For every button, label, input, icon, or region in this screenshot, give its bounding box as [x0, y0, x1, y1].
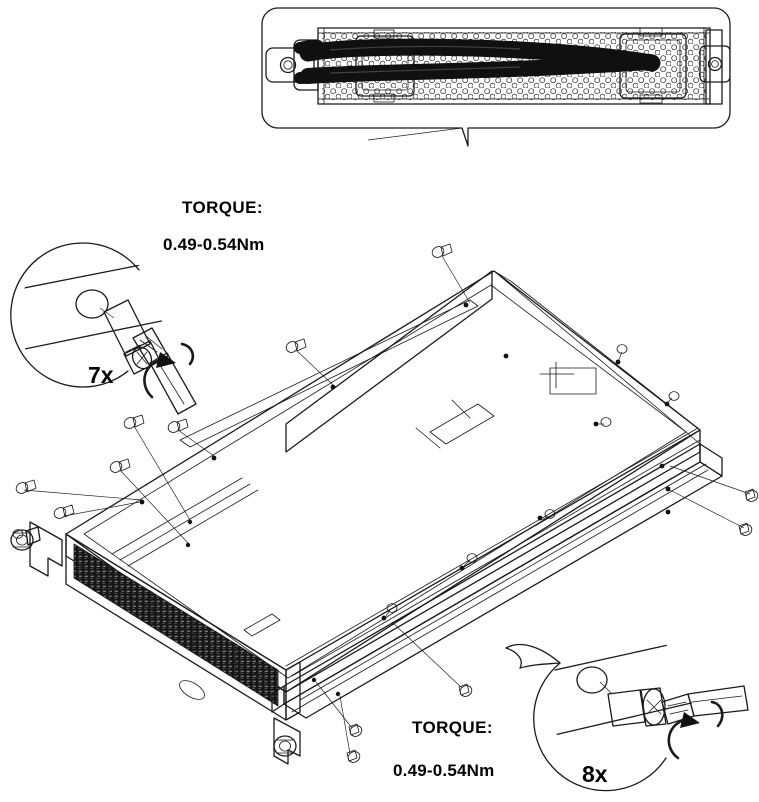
screw: [458, 683, 473, 697]
top-torque-value: 0.49-0.54Nm: [163, 235, 264, 254]
chassis-status-indicator: [179, 680, 205, 700]
bottom-bubble-panel-edge-2: [549, 699, 692, 737]
bottom-bubble-screw-hole: [576, 666, 608, 694]
screw: [466, 553, 478, 563]
inset-pointer-leader: [367, 127, 463, 141]
bottom-rotation-arrow: [667, 700, 724, 760]
screw: [12, 529, 24, 539]
bottom-quantity-label: 8x: [582, 761, 608, 787]
top-bubble-panel-edge-2: [18, 317, 162, 353]
top-detail-bubble: 7x: [10, 242, 197, 415]
side-rail-bracket: [271, 443, 723, 719]
top-rotation-arrow: [143, 342, 195, 399]
front-bottom-mounting-ear: [273, 717, 301, 765]
inset-right-bracket: [699, 29, 730, 105]
screw: [167, 418, 189, 433]
bottom-torque-label: TORQUE:: [412, 718, 493, 737]
screw: [600, 417, 612, 427]
chassis-body: [65, 429, 701, 721]
bottom-detail-bubble: 8x: [505, 637, 749, 792]
top-bubble-screw-hole: [75, 289, 109, 319]
top-quantity-label: 7x: [88, 362, 114, 388]
cover-hole-marks: [139, 302, 671, 697]
front-bottom-thumbscrew: [273, 735, 297, 757]
bottom-torque-callout: TORQUE: 0.49-0.54Nm: [393, 718, 494, 780]
screw: [744, 488, 759, 502]
screw: [285, 338, 307, 353]
screw: [15, 479, 37, 494]
screw: [53, 504, 75, 519]
screw: [616, 344, 628, 354]
top-bubble-leader: [99, 307, 115, 319]
left-mounting-ear: [10, 521, 63, 577]
bottom-bubble-screwdriver: [661, 685, 749, 725]
screw: [544, 509, 556, 519]
exploded-screws: [12, 243, 759, 763]
top-torque-label: TORQUE:: [182, 198, 263, 217]
screw: [431, 243, 453, 258]
screw: [738, 522, 753, 536]
inset-cable-routing-detail: [261, 7, 731, 147]
inset-frame: [261, 7, 731, 147]
screw: [668, 391, 680, 401]
rear-rail-bracket: [285, 427, 701, 677]
screw: [348, 723, 363, 737]
screw: [386, 603, 398, 613]
screw: [346, 749, 361, 763]
chassis-rear-flange: [285, 270, 493, 453]
bottom-bubble-tail: [505, 643, 561, 669]
chassis-assembly: [10, 243, 759, 765]
screw: [123, 414, 145, 429]
top-bubble-outline: [10, 242, 140, 388]
bottom-bubble-outline: [533, 662, 667, 792]
bottom-torque-value: 0.49-0.54Nm: [393, 761, 494, 780]
bottom-bubble-screw: [607, 687, 667, 727]
screw: [109, 458, 131, 473]
inset-mount-tab: [265, 47, 315, 83]
top-torque-callout: TORQUE: 0.49-0.54Nm: [163, 198, 264, 254]
left-thumbscrew: [10, 526, 41, 551]
inset-cable-bundles: [293, 38, 661, 91]
bottom-bubble-leader: [599, 681, 613, 695]
